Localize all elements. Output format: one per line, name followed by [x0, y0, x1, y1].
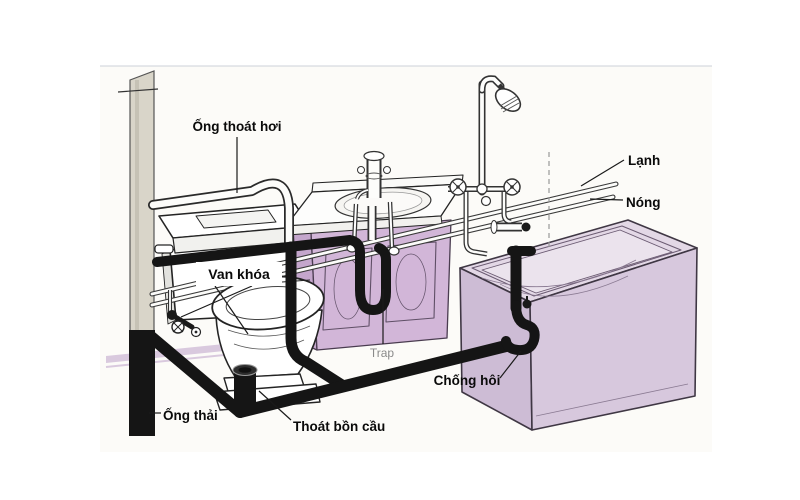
- sink-trap: [152, 235, 391, 315]
- waste-stack: [129, 330, 155, 436]
- leader-line: [580, 159, 625, 187]
- leader-line: [589, 198, 624, 201]
- leader-line: [258, 390, 292, 421]
- main-drain-left: [144, 330, 246, 418]
- shutoff-valve: [167, 290, 202, 338]
- labels: Ống thoát hơi Lạnh Nóng Van khóa Trap Ch…: [149, 119, 661, 434]
- flush-lever: [154, 244, 174, 254]
- shower-head-icon: [494, 83, 522, 113]
- faucet-handle: [383, 166, 391, 174]
- sink-faucet: [355, 150, 391, 200]
- label-vent-pipe: Ống thoát hơi: [192, 119, 281, 134]
- label-background: [196, 262, 282, 286]
- main-drain-right: [234, 340, 512, 418]
- label-odor-trap: Chống hôi: [434, 373, 501, 388]
- label-shutoff-valve: Van khóa: [208, 266, 270, 282]
- label-hot-water: Nóng: [626, 195, 661, 210]
- leader-line: [499, 350, 522, 379]
- label-trap: Trap: [370, 346, 395, 360]
- shower-riser: [478, 75, 505, 196]
- label-toilet-drain: Thoát bồn cầu: [293, 419, 385, 434]
- stop-valve: [388, 246, 400, 256]
- label-waste-pipe: Ống thải: [163, 408, 218, 423]
- drain-pipes: [129, 235, 540, 436]
- toilet-drain-pipe: [232, 364, 258, 410]
- vent-pipe: [148, 178, 294, 252]
- sink-drain-drop: [285, 241, 348, 391]
- shower-valves: [448, 178, 521, 257]
- leader-line: [214, 285, 249, 335]
- pipe-joint-mark: [117, 88, 159, 93]
- faucet-handle: [357, 166, 365, 174]
- label-cold-water: Lạnh: [628, 153, 660, 168]
- tub-spout: [490, 220, 531, 234]
- tub-trap-loop: [501, 300, 540, 356]
- leader-line: [180, 285, 253, 318]
- tub-stopper: [522, 299, 532, 309]
